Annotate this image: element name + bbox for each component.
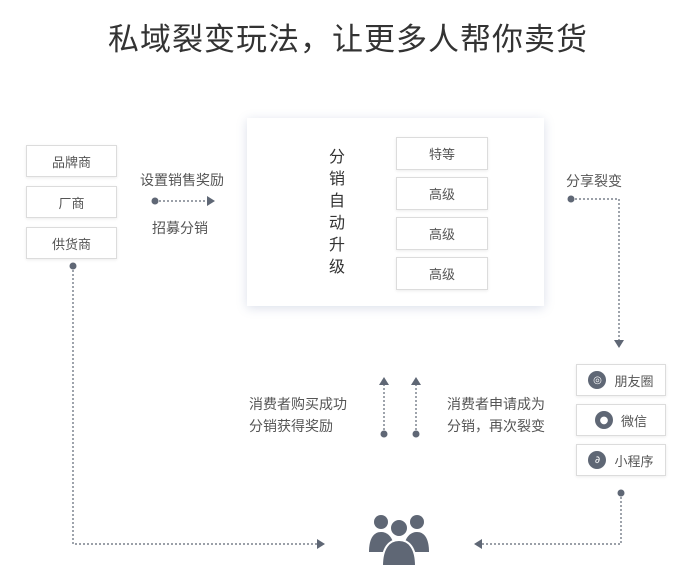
level-box-senior-2: 高级 <box>396 217 488 250</box>
page-title: 私域裂变玩法，让更多人帮你卖货 <box>108 22 588 58</box>
distribution-panel <box>247 118 544 306</box>
channel-wechat: ● 微信 <box>576 404 666 436</box>
incentive-start-dot <box>151 197 159 205</box>
wechat-icon: ● <box>594 411 613 429</box>
channel-mini-program: ∂ 小程序 <box>576 444 666 476</box>
source-box-factory: 厂商 <box>26 186 117 218</box>
source-box-brand: 品牌商 <box>26 145 117 177</box>
incentive-label-bottom: 招募分销 <box>152 221 208 237</box>
level-box-senior-1: 高级 <box>396 177 488 210</box>
auto-upgrade-label: 分 销 自 动 升 级 <box>328 147 345 276</box>
aperture-icon: ◎ <box>588 371 607 389</box>
share-label: 分享裂变 <box>566 174 622 190</box>
apply-distributor-label: 消费者申请成为 分销，再次裂变 <box>447 397 545 435</box>
incentive-label-top: 设置销售奖励 <box>140 173 224 189</box>
purchase-reward-label: 消费者购买成功 分销获得奖励 <box>249 397 347 435</box>
incentive-arrowhead <box>207 196 215 206</box>
level-box-premium: 特等 <box>396 137 488 170</box>
channel-moments: ◎ 朋友圈 <box>576 364 666 396</box>
mini-program-icon: ∂ <box>588 451 607 469</box>
people-group-icon <box>369 515 429 566</box>
level-box-senior-3: 高级 <box>396 257 488 290</box>
source-box-supplier: 供货商 <box>26 227 117 259</box>
